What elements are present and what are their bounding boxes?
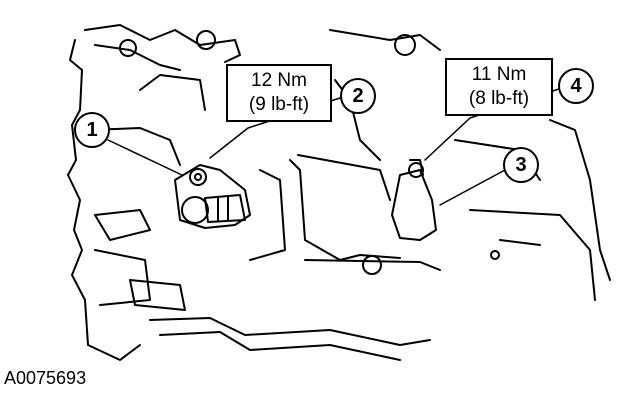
torque-spec-box-right: 11 Nm (8 lb-ft) bbox=[445, 58, 553, 116]
callout-3: 3 bbox=[503, 147, 539, 183]
center-bracket bbox=[249, 154, 441, 275]
right-sensor bbox=[391, 159, 437, 241]
figure-id: A0075693 bbox=[4, 368, 87, 388]
torque-metric: 11 Nm bbox=[471, 64, 527, 85]
callout-2: 2 bbox=[340, 78, 376, 114]
leader-1 bbox=[107, 139, 183, 176]
leader-3 bbox=[439, 169, 506, 206]
housing-outline bbox=[67, 24, 431, 361]
torque-spec-box-left: 12 Nm (9 lb-ft) bbox=[226, 64, 332, 122]
torque-metric: 12 Nm bbox=[251, 70, 307, 91]
torque-imperial: (8 lb-ft) bbox=[468, 88, 530, 109]
callout-1: 1 bbox=[74, 112, 110, 148]
torque-imperial: (9 lb-ft) bbox=[248, 94, 310, 115]
callout-4: 4 bbox=[558, 68, 594, 104]
left-sensor bbox=[174, 164, 251, 229]
